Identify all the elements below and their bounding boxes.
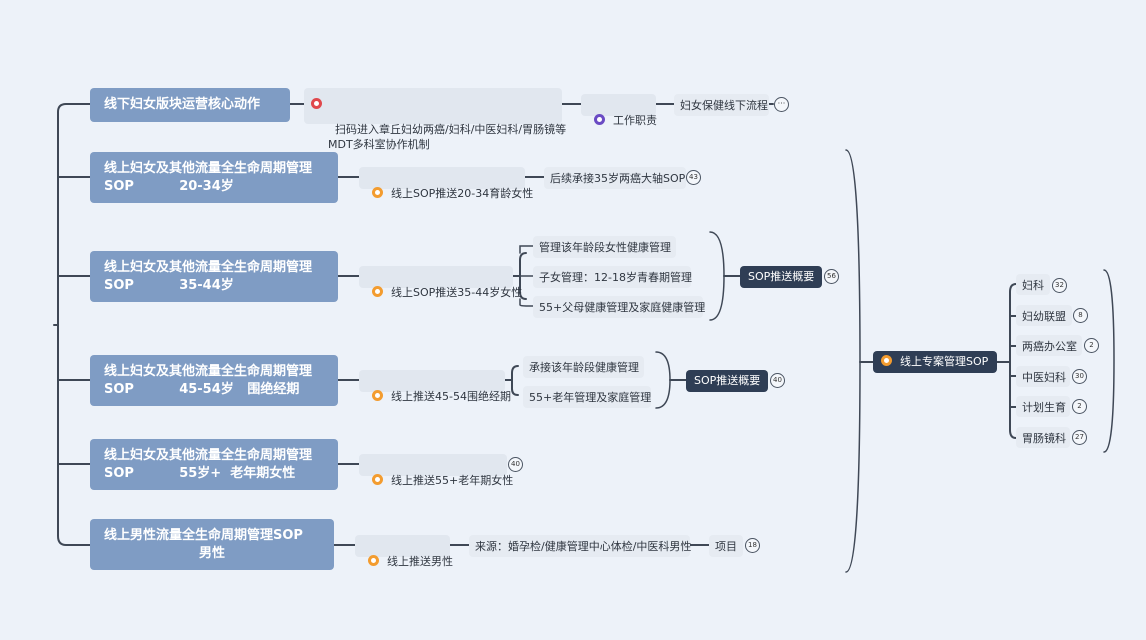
count-badge[interactable]: 40	[508, 457, 523, 472]
branch-offline-core-actions[interactable]: 线下妇女版块运营核心动作	[90, 88, 290, 122]
sop-summary-hub[interactable]: SOP推送概要	[740, 266, 823, 288]
dept-node[interactable]: 计划生育	[1016, 396, 1070, 417]
count-badge[interactable]: 30	[1072, 369, 1087, 384]
count-badge[interactable]: 27	[1072, 430, 1087, 445]
push-55-node[interactable]: 线上推送55+老年期女性	[359, 454, 513, 487]
star-badge-icon	[372, 286, 383, 297]
dept-node[interactable]: 胃肠镜科	[1016, 427, 1070, 448]
branch-45-54[interactable]: 线上妇女及其他流量全生命周期管理 SOP 45-54岁 围绝经期	[90, 355, 338, 406]
dept-node[interactable]: 妇科	[1016, 274, 1050, 295]
count-badge[interactable]: 8	[1073, 308, 1088, 323]
branch-35-44[interactable]: 线上妇女及其他流量全生命周期管理 SOP 35-44岁	[90, 251, 338, 302]
push-20-34-node[interactable]: 线上SOP推送20-34育龄女性	[359, 167, 533, 200]
sop-summary-hub[interactable]: SOP推送概要	[686, 370, 769, 392]
push-35-44-text: 线上SOP推送35-44岁女性	[391, 286, 523, 299]
star-badge-icon	[372, 474, 383, 485]
more-icon[interactable]: ···	[774, 97, 789, 112]
branch-male[interactable]: 线上男性流量全生命周期管理SOP 男性	[90, 519, 334, 570]
push-45-54-text: 线上推送45-54围绝经期	[391, 390, 511, 403]
count-badge[interactable]: 18	[745, 538, 760, 553]
push-35-44-node[interactable]: 线上SOP推送35-44岁女性	[359, 266, 522, 299]
push-45-54-node[interactable]: 线上推送45-54围绝经期	[359, 370, 511, 403]
star-badge-icon	[372, 187, 383, 198]
mdt-info-text: 扫码进入章丘妇幼两癌/妇科/中医妇科/胃肠镜等 MDT多科室协作机制	[328, 123, 567, 151]
mdt-info-node[interactable]: 扫码进入章丘妇幼两癌/妇科/中医妇科/胃肠镜等 MDT多科室协作机制	[304, 88, 566, 151]
dept-node[interactable]: 妇幼联盟	[1016, 305, 1072, 326]
sub-node[interactable]: 管理该年龄段女性健康管理	[533, 236, 676, 258]
star-badge-icon	[594, 114, 605, 125]
male-source-node[interactable]: 来源：婚孕检/健康管理中心体检/中医科男性	[469, 535, 691, 557]
push-male-text: 线上推送男性	[387, 555, 453, 568]
count-badge[interactable]: 43	[686, 170, 701, 185]
count-badge[interactable]: 2	[1084, 338, 1099, 353]
push-20-34-text: 线上SOP推送20-34育龄女性	[391, 187, 534, 200]
branch-55-plus[interactable]: 线上妇女及其他流量全生命周期管理 SOP 55岁+ 老年期女性	[90, 439, 338, 490]
sub-node[interactable]: 55+父母健康管理及家庭健康管理	[533, 296, 705, 318]
follow-35-node[interactable]: 后续承接35岁两癌大轴SOP	[544, 167, 686, 189]
person-alert-icon	[311, 98, 322, 109]
sub-node[interactable]: 承接该年龄段健康管理	[523, 356, 644, 378]
count-badge[interactable]: 32	[1052, 278, 1067, 293]
count-badge[interactable]: 2	[1072, 399, 1087, 414]
star-badge-icon	[368, 555, 379, 566]
sub-node[interactable]: 55+老年管理及家庭管理	[523, 386, 651, 408]
root-node[interactable]: 线上专案管理SOP	[873, 351, 997, 373]
push-55-text: 线上推送55+老年期女性	[391, 474, 514, 487]
root-label: 线上专案管理SOP	[900, 355, 989, 368]
dept-node[interactable]: 两癌办公室	[1016, 335, 1082, 356]
project-node[interactable]: 项目	[709, 535, 743, 557]
count-badge[interactable]: 40	[770, 373, 785, 388]
count-badge[interactable]: 56	[824, 269, 839, 284]
work-duty-text: 工作职责	[613, 114, 657, 127]
dept-node[interactable]: 中医妇科	[1016, 366, 1070, 387]
push-male-node[interactable]: 线上推送男性	[355, 535, 453, 568]
work-duty-node[interactable]: 工作职责	[581, 94, 657, 127]
star-badge-icon	[372, 390, 383, 401]
branch-20-34[interactable]: 线上妇女及其他流量全生命周期管理 SOP 20-34岁	[90, 152, 338, 203]
offline-flow-node[interactable]: 妇女保健线下流程	[674, 94, 769, 116]
sub-node[interactable]: 子女管理：12-18岁青春期管理	[533, 266, 692, 288]
star-badge-icon	[881, 355, 892, 366]
